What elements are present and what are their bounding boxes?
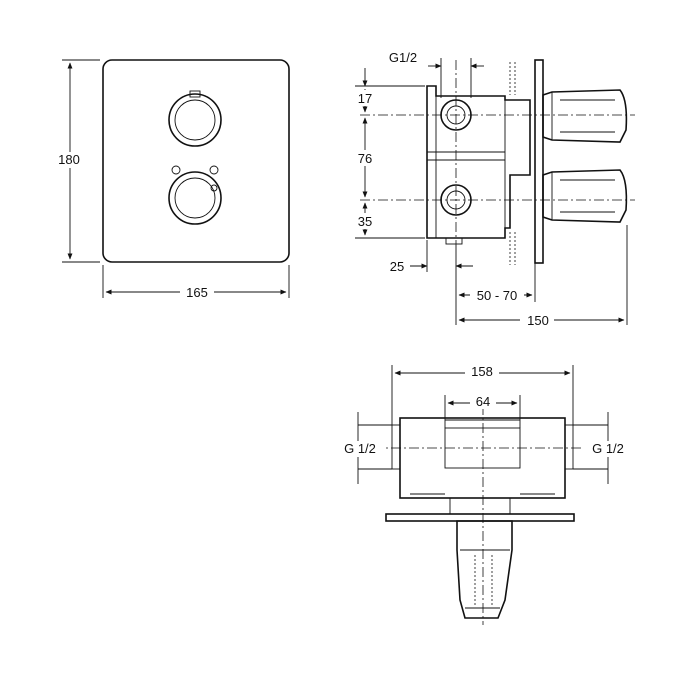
wall-plate — [534, 59, 544, 264]
upper-handle-profile — [542, 89, 628, 143]
dim-spacing-label: 64 — [476, 394, 490, 409]
inlet-right-dimension: G 1/2 — [573, 412, 634, 484]
upper-control-knob — [168, 90, 222, 147]
inlet-dimension: G1/2 — [389, 50, 484, 98]
dim-depth-label: 25 — [390, 259, 404, 274]
vertical-dimensions: 17 76 35 — [352, 68, 425, 239]
body-top — [399, 417, 566, 499]
dim-mid-label: 76 — [358, 151, 372, 166]
width-dimension: 165 — [102, 265, 290, 300]
dim-bottom-label: 35 — [358, 214, 372, 229]
inlet-left-label: G 1/2 — [344, 441, 376, 456]
dim-top-label: 17 — [358, 91, 372, 106]
height-label: 180 — [58, 152, 80, 167]
dim-total-label: 150 — [527, 313, 549, 328]
side-view: G1/2 17 76 35 25 5 — [352, 50, 635, 328]
dim-width-label: 158 — [471, 364, 493, 379]
front-view: 165 180 — [52, 59, 290, 300]
handle-top — [456, 520, 513, 619]
height-dimension: 180 — [52, 59, 100, 263]
top-view: 158 64 G 1/2 G 1/2 — [334, 363, 634, 625]
lower-control-knob — [168, 165, 222, 225]
dim-spacing-64: 64 — [444, 393, 521, 428]
width-label: 165 — [186, 285, 208, 300]
dim-width-158: 158 — [391, 363, 574, 425]
inlet-left-dimension: G 1/2 — [334, 412, 392, 484]
lower-handle-profile — [542, 169, 628, 223]
horizontal-dimensions: 25 50 - 70 150 — [390, 225, 628, 328]
inlet-label: G1/2 — [389, 50, 417, 65]
cover-plate — [102, 59, 290, 263]
wall-plate-top — [385, 513, 575, 522]
dim-range-label: 50 - 70 — [477, 288, 517, 303]
inlet-right-label: G 1/2 — [592, 441, 624, 456]
